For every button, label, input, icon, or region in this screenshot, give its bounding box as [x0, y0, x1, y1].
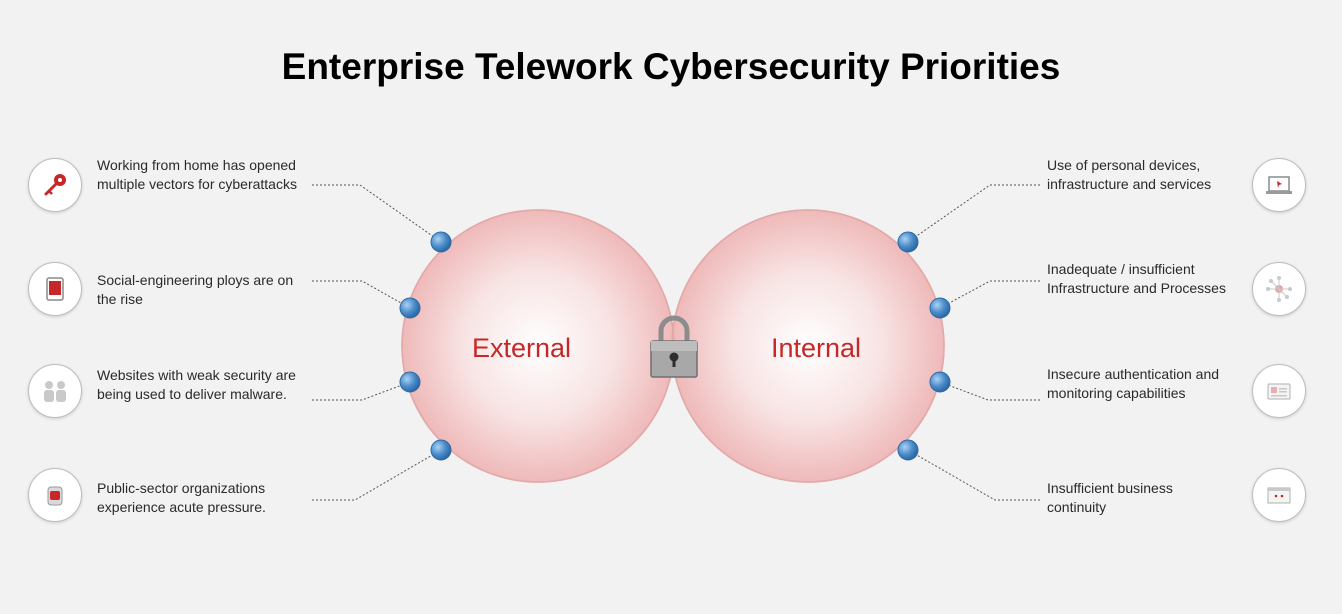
internal-item-3: Insecure authentication and monitoring c… — [1047, 366, 1220, 401]
external-item-icon-1 — [28, 158, 82, 212]
connector-node — [430, 231, 452, 253]
internal-item-icon-4 — [1252, 468, 1306, 522]
external-connectors — [312, 184, 442, 501]
internal-item-2: Inadequate / insufficient Infrastructure… — [1047, 261, 1226, 296]
id-card-icon — [1267, 383, 1291, 400]
connector-node — [897, 231, 919, 253]
laptop-icon — [1266, 176, 1292, 194]
badge-icon — [47, 486, 63, 506]
external-label: External — [472, 333, 572, 363]
internal-nodes — [897, 231, 951, 461]
internal-item-1: Use of personal devices, infrastructure … — [1047, 157, 1212, 192]
connector-line — [939, 280, 1040, 309]
network-icon — [1266, 276, 1292, 302]
connector-node — [399, 371, 421, 393]
padlock-icon — [650, 315, 698, 378]
external-item-icon-2 — [28, 262, 82, 316]
external-item-icon-4 — [28, 468, 82, 522]
external-item-2: Social-engineering ploys are on the rise — [97, 272, 294, 307]
connector-line — [312, 449, 442, 501]
external-item-4: Public-sector organizations experience a… — [97, 480, 266, 515]
internal-item-icon-2 — [1252, 262, 1306, 316]
connector-node — [897, 439, 919, 461]
external-item-1: Working from home has opened multiple ve… — [97, 157, 297, 192]
internal-item-icon-1 — [1252, 158, 1306, 212]
connector-line — [312, 280, 411, 309]
connector-node — [399, 297, 421, 319]
people-icon — [44, 381, 66, 402]
internal-label: Internal — [771, 333, 862, 363]
browser-window-icon — [1267, 487, 1291, 504]
connector-node — [430, 439, 452, 461]
internal-connectors — [907, 184, 1040, 501]
internal-item-4: Insufficient business continuity — [1047, 480, 1173, 515]
connector-line — [312, 184, 442, 243]
internal-item-icon-3 — [1252, 364, 1306, 418]
connector-line — [907, 184, 1040, 243]
connector-line — [907, 449, 1040, 501]
connector-line — [312, 381, 411, 401]
external-item-3: Websites with weak security are being us… — [97, 367, 296, 402]
tablet-icon — [46, 277, 64, 301]
connector-node — [929, 297, 951, 319]
key-icon — [44, 174, 66, 196]
connector-node — [929, 371, 951, 393]
external-item-icon-3 — [28, 364, 82, 418]
page-title: Enterprise Telework Cybersecurity Priori… — [281, 46, 1061, 87]
external-nodes — [399, 231, 452, 461]
connector-line — [939, 381, 1040, 401]
